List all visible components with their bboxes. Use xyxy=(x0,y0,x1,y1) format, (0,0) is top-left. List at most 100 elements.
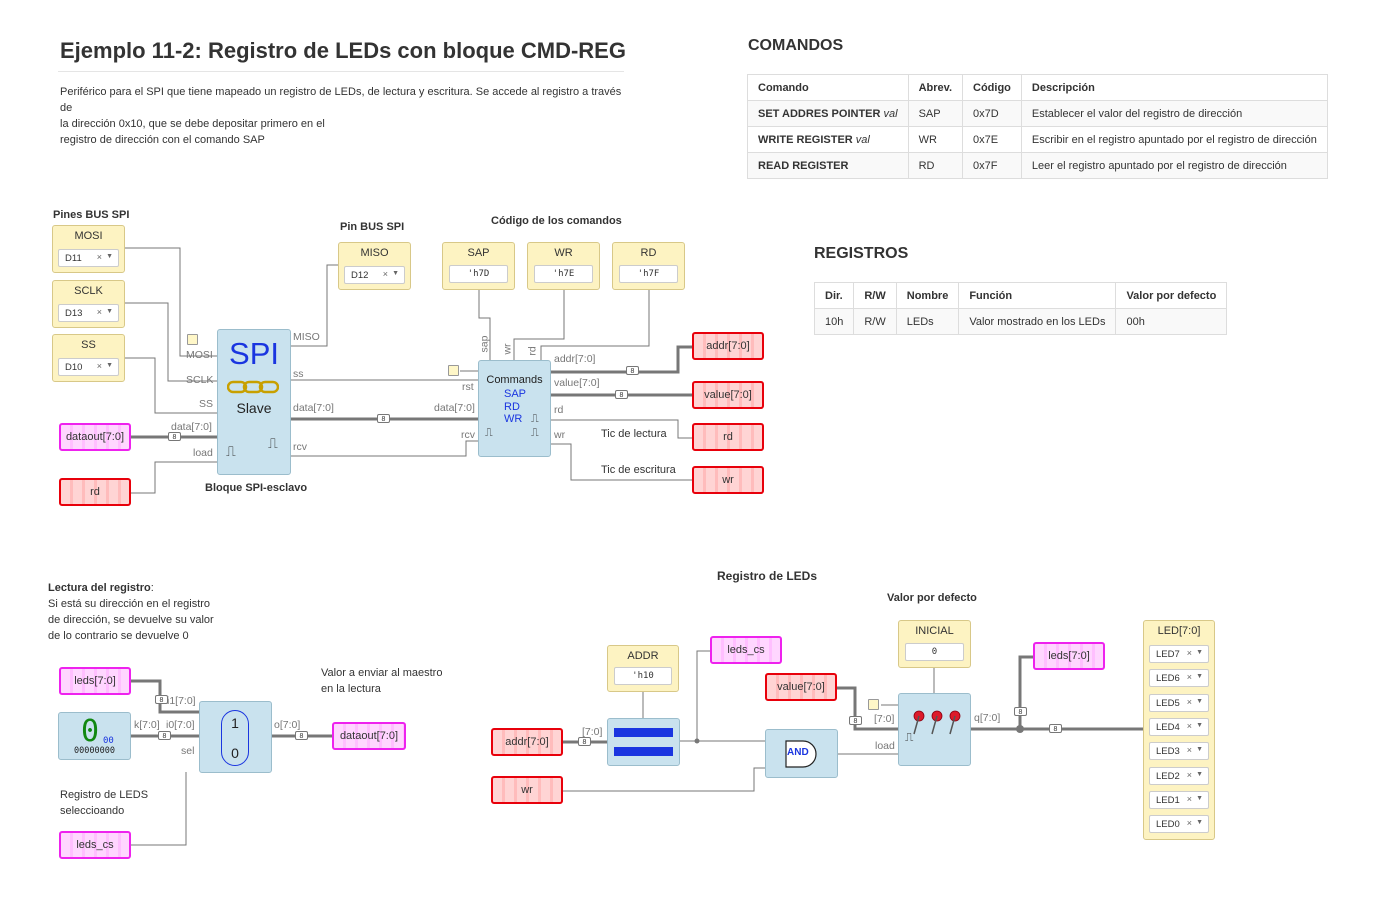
pins-icon xyxy=(913,710,961,735)
bus-leds-out xyxy=(1018,655,1033,729)
tic-lectura-label: Tic de lectura xyxy=(601,428,667,440)
led-pin-select[interactable]: LED7×▼ xyxy=(1149,645,1209,663)
clear-icon[interactable]: × xyxy=(1186,769,1192,780)
seleccionado-note: Registro de LEDS seleccioando xyxy=(60,789,149,817)
clear-icon[interactable]: × xyxy=(1186,818,1192,829)
clear-icon[interactable]: × xyxy=(1186,648,1192,658)
ss-pin-block: SS D10×▼ xyxy=(52,334,125,382)
wire-sclk xyxy=(121,302,218,382)
led-pin-select[interactable]: LED3×▼ xyxy=(1149,742,1209,761)
pulse-icon: ⎍ xyxy=(531,427,539,439)
addr-input-tag[interactable]: addr[7:0] xyxy=(491,728,563,756)
pin-bus-label: Pin BUS SPI xyxy=(340,221,405,233)
clear-icon[interactable]: × xyxy=(1186,672,1192,683)
leds-output-tag[interactable]: leds[7:0] xyxy=(1033,642,1105,670)
dataout-output-tag[interactable]: dataout[7:0] xyxy=(332,722,406,750)
sap-const-block[interactable]: SAP 'h7D xyxy=(442,242,515,290)
codigos-label: Código de los comandos xyxy=(491,215,622,227)
clear-icon[interactable]: × xyxy=(1186,745,1192,756)
pulse-icon: ⎍ xyxy=(226,443,236,459)
led-pin-select[interactable]: LED2×▼ xyxy=(1149,766,1209,785)
clear-icon: × xyxy=(96,307,102,317)
rd-output-tag[interactable]: rd xyxy=(692,423,764,451)
mux-symbol: 1 0 xyxy=(221,710,249,766)
clear-icon[interactable]: × xyxy=(1186,696,1192,707)
valor-note: Valor a enviar al maestro en la lectura xyxy=(321,667,443,695)
table-row: READ REGISTER RD 0x7F Leer el registro a… xyxy=(747,152,1328,179)
led-pin-select[interactable]: LED1×▼ xyxy=(1149,790,1209,809)
pulse-icon: ⎍ xyxy=(531,413,539,425)
clock-tick-icon xyxy=(868,699,879,710)
mosi-pin-select[interactable]: D11×▼ xyxy=(58,249,119,267)
chevron-down-icon[interactable]: ▼ xyxy=(1196,721,1203,729)
miso-pin-select[interactable]: D12×▼ xyxy=(344,266,405,284)
bus-width-badge: 8 xyxy=(168,432,181,441)
chevron-down-icon[interactable]: ▼ xyxy=(1196,819,1203,827)
and-gate-block[interactable]: AND xyxy=(765,729,838,778)
const-zero-block[interactable]: 0 00 00000000 xyxy=(58,712,131,760)
chevron-down-icon: ▼ xyxy=(106,362,113,369)
led-pin-select[interactable]: LED4×▼ xyxy=(1149,717,1209,736)
chevron-down-icon: ▼ xyxy=(392,270,399,277)
wire-load xyxy=(130,461,218,494)
ss-pin-select[interactable]: D10×▼ xyxy=(58,358,119,376)
pulse-icon: ⎍ xyxy=(905,730,914,744)
value-input-tag[interactable]: value[7:0] xyxy=(765,673,837,701)
chevron-down-icon[interactable]: ▼ xyxy=(1196,697,1203,705)
bus-width-badge: 8 xyxy=(295,731,308,740)
wire-sel xyxy=(130,772,187,846)
chevron-down-icon: ▼ xyxy=(106,253,113,260)
inicial-const-block[interactable]: INICIAL 0 xyxy=(898,620,971,668)
rd-const-block[interactable]: RD 'h7F xyxy=(612,242,685,290)
led-pin-select[interactable]: LED6×▼ xyxy=(1149,669,1209,688)
bus-width-badge: 8 xyxy=(626,366,639,375)
leds-cs-input-tag[interactable]: leds_cs xyxy=(59,831,131,859)
addr-const-block[interactable]: ADDR 'h10 xyxy=(607,645,679,692)
clock-tick-icon xyxy=(187,334,198,345)
dataout-input-tag[interactable]: dataout[7:0] xyxy=(59,423,131,451)
wire-wr-and xyxy=(562,767,766,792)
bus-width-badge: 8 xyxy=(615,390,628,399)
chevron-down-icon[interactable]: ▼ xyxy=(1196,746,1203,754)
mosi-pin-block: MOSI D11×▼ xyxy=(52,225,125,273)
comandos-heading: COMANDOS xyxy=(748,37,844,54)
rd-input-tag[interactable]: rd xyxy=(59,478,131,506)
wire-miso xyxy=(290,264,338,347)
table-row: 10h R/W LEDs Valor mostrado en los LEDs … xyxy=(813,308,1228,335)
clear-icon[interactable]: × xyxy=(1186,720,1192,731)
chevron-down-icon[interactable]: ▼ xyxy=(1196,794,1203,802)
chevron-down-icon[interactable]: ▼ xyxy=(1196,770,1203,778)
sclk-pin-select[interactable]: D13×▼ xyxy=(58,304,119,322)
wr-input-tag[interactable]: wr xyxy=(491,776,563,804)
leds-register-block[interactable]: ⎍ xyxy=(898,693,971,766)
bus-width-badge: 8 xyxy=(155,695,168,704)
table-row: SET ADDRES POINTER val SAP 0x7D Establec… xyxy=(747,100,1328,127)
spi-slave-block[interactable]: SPI Slave ⎍ ⎍ xyxy=(217,329,291,475)
leds-cs-output-tag[interactable]: leds_cs xyxy=(710,636,782,664)
chevron-down-icon: ▼ xyxy=(106,308,113,315)
valor-defecto-label: Valor por defecto xyxy=(887,592,977,604)
led-pin-select[interactable]: LED0×▼ xyxy=(1149,815,1209,834)
mux-block[interactable]: 1 0 xyxy=(199,701,272,773)
pines-bus-label: Pines BUS SPI xyxy=(53,209,130,221)
wire-wr-cmd xyxy=(513,289,565,360)
comparator-block[interactable] xyxy=(607,718,680,766)
wire-rcv xyxy=(290,440,478,457)
bus-width-badge: 8 xyxy=(377,414,390,423)
sclk-pin-block: SCLK D13×▼ xyxy=(52,280,125,328)
chevron-down-icon[interactable]: ▼ xyxy=(1196,673,1203,681)
value-output-tag[interactable]: value[7:0] xyxy=(692,381,764,409)
wire-rd-cmd xyxy=(540,289,650,360)
spi-logo: SPI xyxy=(229,336,279,371)
wire-sap xyxy=(478,289,491,360)
addr-output-tag[interactable]: addr[7:0] xyxy=(692,332,764,360)
clear-icon: × xyxy=(382,269,388,279)
leds-input-tag[interactable]: leds[7:0] xyxy=(59,667,131,695)
led-pin-select[interactable]: LED5×▼ xyxy=(1149,693,1209,712)
wr-const-block[interactable]: WR 'h7E xyxy=(527,242,600,290)
chevron-down-icon[interactable]: ▼ xyxy=(1196,649,1203,656)
wr-output-tag[interactable]: wr xyxy=(692,466,764,494)
junction-dot xyxy=(694,738,700,744)
clear-icon[interactable]: × xyxy=(1186,793,1192,804)
